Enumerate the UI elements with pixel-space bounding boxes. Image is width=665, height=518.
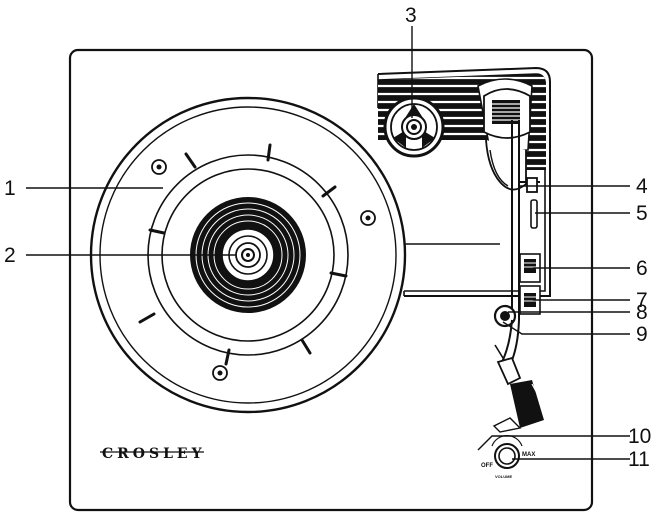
tonearm (483, 88, 545, 433)
callout-1: 1 (4, 177, 16, 200)
callout-5: 5 (636, 202, 648, 225)
callout-lines (26, 26, 630, 460)
speed-switch (519, 253, 541, 283)
knob-max-label: MAX (522, 452, 535, 458)
callout-3: 3 (405, 4, 417, 27)
callout-10: 10 (628, 425, 651, 448)
volume-knob: OFF MAX VOLUME (481, 434, 535, 479)
cue-lever (518, 177, 540, 193)
knob-volume-label: VOLUME (495, 474, 512, 479)
callout-4: 4 (636, 175, 648, 198)
callout-numbers: 1 2 3 4 5 6 7 8 9 10 11 (4, 4, 651, 471)
callout-8: 8 (636, 301, 648, 324)
callout-9: 9 (636, 323, 648, 346)
callout-7: 7 (636, 289, 648, 312)
callout-11: 11 (628, 448, 650, 471)
callout-6: 6 (636, 257, 648, 280)
brand-logo: CROSLEY (100, 446, 206, 462)
knob-off-label: OFF (481, 463, 493, 469)
platter (89, 96, 407, 414)
brand-text: CROSLEY (102, 446, 206, 462)
cue-slot (530, 199, 538, 229)
callout-2: 2 (4, 244, 16, 267)
adapter-holder (383, 96, 445, 158)
